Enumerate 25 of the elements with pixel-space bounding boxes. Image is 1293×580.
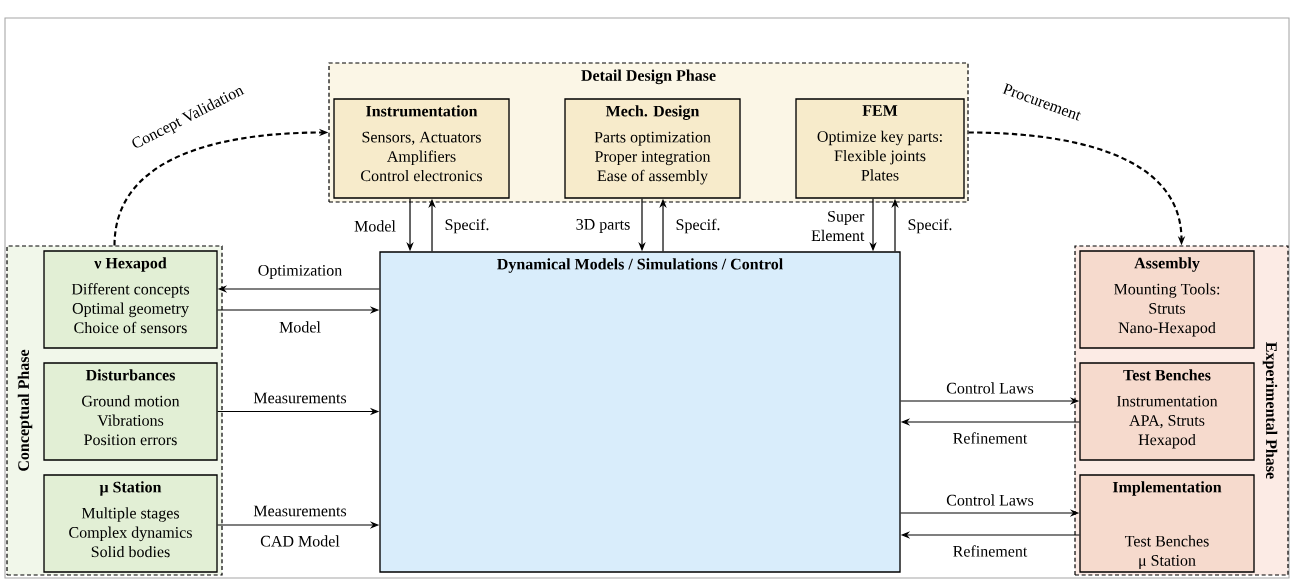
edge-label: 3D parts xyxy=(576,219,630,233)
process-box: Mech. Design Parts optimization Proper integration Ease of assembly xyxy=(564,98,741,199)
edge-label: Measurements xyxy=(253,392,347,404)
edge-label: Specif. xyxy=(676,218,720,234)
edge-label: Refinement xyxy=(953,545,1028,557)
edge-label: Measurements xyxy=(253,505,347,517)
edge-label: Model xyxy=(354,220,396,232)
process-box: Assembly Mounting Tools: Struts Nano-Hexapod xyxy=(1079,250,1255,349)
simulation-block: Dynamical Models / Simulations / Control xyxy=(379,251,901,573)
process-box: μ Station Multiple stages Complex dynamics Solid bodies xyxy=(43,474,218,573)
edge-label: Control Laws xyxy=(946,382,1034,394)
text-label: CAD Model xyxy=(260,535,340,547)
edge-label: Optimization xyxy=(258,265,342,279)
edge-label: Specif. xyxy=(908,218,952,234)
edge-label: Refinement xyxy=(953,432,1028,444)
edge-label: Model xyxy=(279,321,321,333)
process-box: FEM Optimize key parts: Flexible joints Plates xyxy=(795,98,965,199)
process-box: ν Hexapod Different concepts Optimal geometry Choice of sensors xyxy=(43,250,218,349)
process-box: Test Benches Instrumentation APA, Struts Hexapod xyxy=(1079,362,1255,461)
process-box: Disturbances Ground motion Vibrations Position errors xyxy=(43,362,218,461)
edge-label: Control Laws xyxy=(946,494,1034,506)
process-box: Instrumentation Sensors, Actuators Amplifiers Control electronics xyxy=(333,98,510,199)
process-box: Implementation Test Benches μ Station xyxy=(1079,474,1255,573)
edge-label: Super Element xyxy=(811,210,865,241)
edge-label: Specif. xyxy=(445,218,489,234)
